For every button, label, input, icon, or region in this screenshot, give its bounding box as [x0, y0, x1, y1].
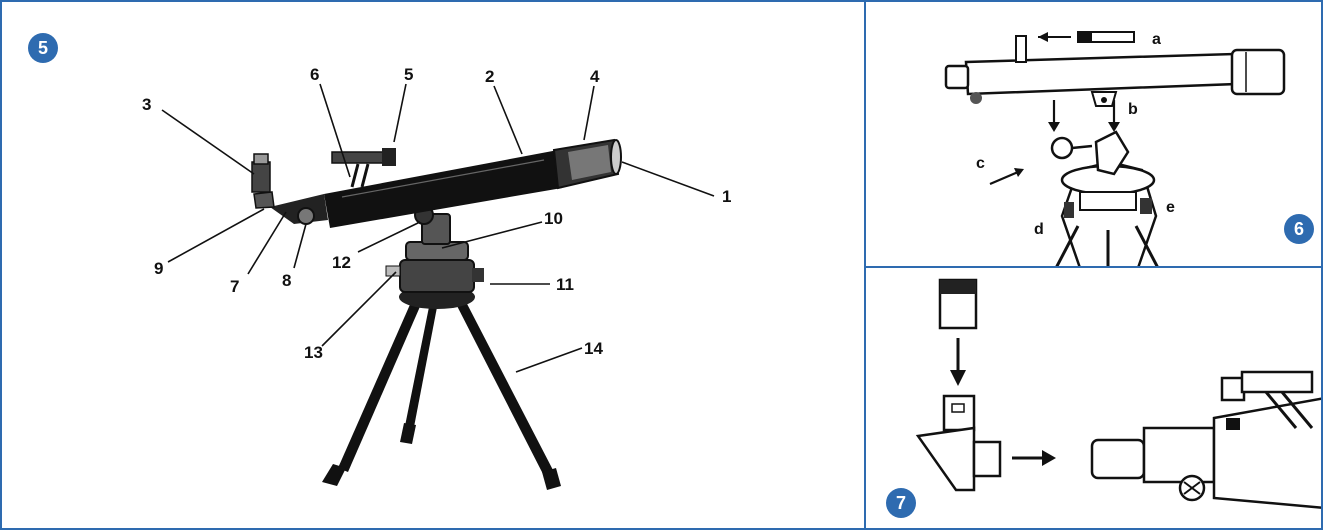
- telescope-tube: [251, 138, 622, 228]
- mount-assembly-illustration: a b c d e: [944, 31, 1286, 266]
- assembly-arrows: [989, 100, 1120, 186]
- finder-scope: [331, 148, 396, 188]
- label-11: 11: [556, 275, 574, 294]
- label-12: 12: [332, 253, 351, 272]
- label-8: 8: [282, 271, 291, 290]
- label-4: 4: [590, 67, 600, 86]
- label-3: 3: [142, 95, 151, 114]
- finder-insert: [1038, 31, 1135, 43]
- tripod: [322, 285, 561, 490]
- label-7: 7: [230, 277, 239, 296]
- star-diagonal: [915, 394, 1056, 492]
- step-badge-5: 5: [28, 33, 58, 63]
- label-9: 9: [154, 259, 163, 278]
- tube-rear-view: [1090, 370, 1321, 509]
- eyepiece: [938, 278, 978, 386]
- eyepiece-insertion-illustration: [915, 278, 1321, 509]
- label-1: 1: [722, 187, 731, 206]
- label-d: d: [1034, 221, 1044, 238]
- label-5: 5: [404, 65, 413, 84]
- panel-telescope-parts: 5: [0, 0, 866, 530]
- panel-mount-assembly: a b c d e 6: [864, 0, 1323, 268]
- label-a: a: [1152, 31, 1161, 48]
- label-2: 2: [485, 67, 494, 86]
- mount-head: [1050, 130, 1159, 266]
- label-6: 6: [310, 65, 319, 84]
- step-badge-6: 6: [1284, 214, 1314, 244]
- panel-eyepiece-insertion: 7: [864, 266, 1323, 530]
- label-c: c: [976, 155, 985, 172]
- label-14: 14: [584, 339, 603, 358]
- label-10: 10: [544, 209, 563, 228]
- label-e: e: [1166, 199, 1175, 216]
- label-b: b: [1128, 101, 1138, 118]
- label-13: 13: [304, 343, 323, 362]
- step-badge-7: 7: [886, 488, 916, 518]
- mount: [385, 205, 484, 293]
- leader-lines: [161, 83, 715, 373]
- telescope-parts-illustration: 1 2 3 4 5 6 7 8 9 10 11 12 13 14: [142, 65, 731, 490]
- tube-side-view: [944, 35, 1286, 107]
